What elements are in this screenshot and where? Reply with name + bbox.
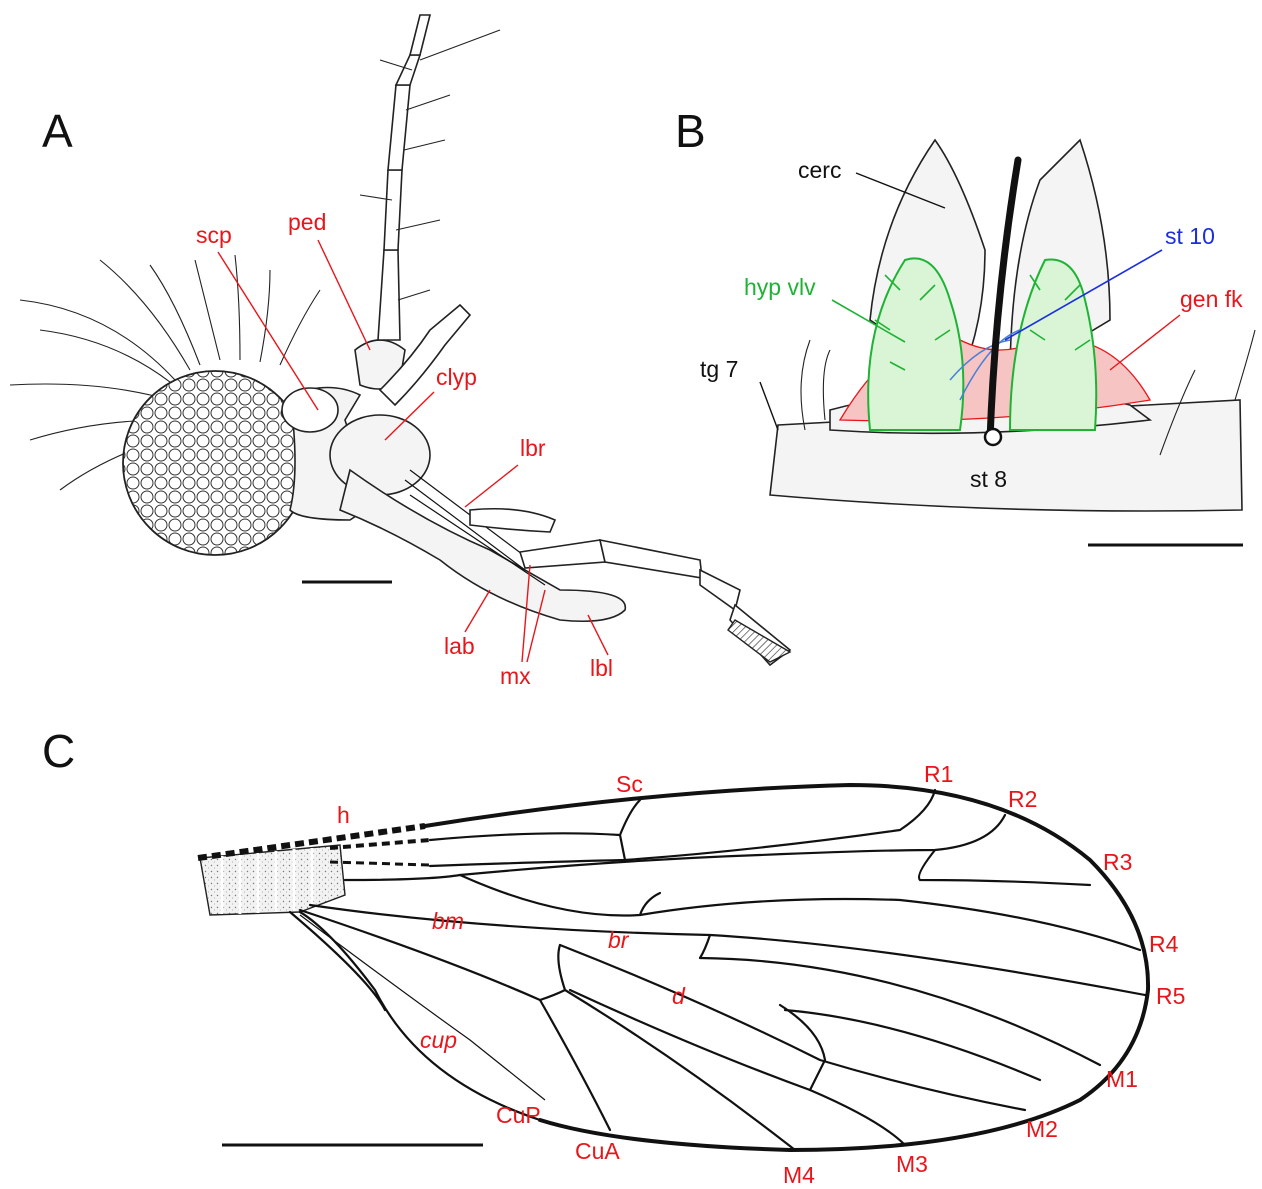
label-r4: R4: [1149, 931, 1179, 957]
vein-cup: [300, 915, 545, 1100]
wing-posterior-margin: [300, 912, 540, 1120]
scape: [282, 388, 338, 432]
label-bm: bm: [432, 908, 464, 934]
label-hyp-vlv: hyp vlv: [744, 274, 816, 300]
panel-b-letter: B: [675, 105, 706, 157]
vein-m2: [560, 945, 1025, 1110]
subcosta-basal-dashed: [330, 840, 430, 848]
label-r5: R5: [1156, 983, 1185, 1009]
label-sc: Sc: [616, 771, 643, 797]
vein-m1: [700, 958, 1100, 1065]
label-d: d: [672, 983, 686, 1009]
vein-m3: [570, 990, 905, 1145]
vein-r4: [460, 875, 1140, 950]
vein-r3: [919, 850, 1090, 885]
label-cerc: cerc: [798, 157, 841, 183]
label-st8: st 8: [970, 466, 1007, 492]
label-br: br: [608, 927, 630, 953]
label-tg7: tg 7: [700, 356, 738, 382]
label-gen-fk: gen fk: [1180, 286, 1243, 312]
label-m4: M4: [783, 1162, 815, 1188]
label-lbr: lbr: [520, 435, 546, 461]
clypeus: [330, 415, 430, 495]
label-cup-cell: cup: [420, 1027, 457, 1053]
label-scp: scp: [196, 222, 232, 248]
label-h: h: [337, 802, 350, 828]
wing-costa: [425, 785, 1148, 1150]
label-r1: R1: [924, 761, 953, 787]
vein-r1: [430, 790, 935, 866]
label-m1: M1: [1106, 1066, 1138, 1092]
label-lbl: lbl: [590, 655, 613, 681]
vein-m4: [558, 945, 795, 1150]
label-ped: ped: [288, 209, 326, 235]
label-r2: R2: [1008, 786, 1037, 812]
vein-cua: [300, 910, 610, 1130]
label-clyp: clyp: [436, 364, 477, 390]
label-r3: R3: [1103, 849, 1132, 875]
label-m3: M3: [896, 1151, 928, 1177]
panel-b: B cerc st 10 hyp v: [675, 105, 1255, 545]
compound-eye: [123, 371, 307, 555]
antenna-flagellum: [360, 15, 500, 340]
panel-a: A: [10, 15, 790, 689]
panel-c-letter: C: [42, 725, 75, 777]
label-lab: lab: [444, 633, 475, 659]
label-st10: st 10: [1165, 223, 1215, 249]
label-mx: mx: [500, 663, 531, 689]
panel-a-letter: A: [42, 105, 73, 157]
label-cua: CuA: [575, 1138, 620, 1164]
label-m2: M2: [1026, 1116, 1058, 1142]
label-cup-vein: CuP: [496, 1102, 541, 1128]
panel-c: C: [42, 725, 1185, 1188]
